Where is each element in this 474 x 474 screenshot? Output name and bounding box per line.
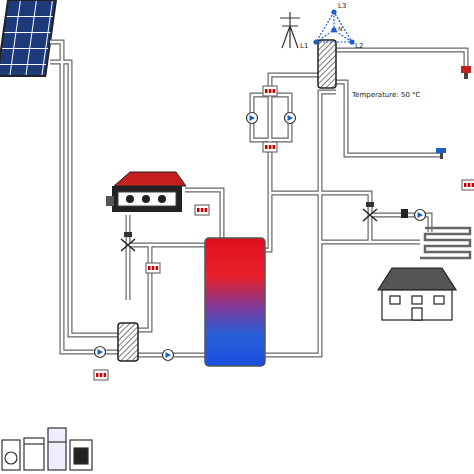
phase-label: L1 (300, 43, 308, 50)
temperature-label: Temperature: 50 °C (352, 92, 420, 99)
boiler (106, 172, 186, 212)
house (378, 268, 456, 320)
floor-heating-coil (420, 228, 470, 258)
solar-panel (0, 0, 56, 76)
actuator (401, 209, 408, 218)
appliances (2, 428, 92, 470)
mixing-valve (363, 202, 377, 221)
phase-label: N (338, 26, 343, 32)
heat-exchanger (318, 40, 336, 88)
phase-label: L3 (338, 3, 346, 10)
mixing-valve (121, 232, 135, 251)
storage-tank (205, 238, 265, 366)
heat-exchanger (118, 323, 138, 361)
phase-triangle (314, 10, 354, 44)
phase-label: L2 (355, 43, 363, 50)
cold-water-tap (436, 148, 446, 159)
power-pole (280, 12, 300, 48)
hot-water-tap (461, 66, 471, 79)
